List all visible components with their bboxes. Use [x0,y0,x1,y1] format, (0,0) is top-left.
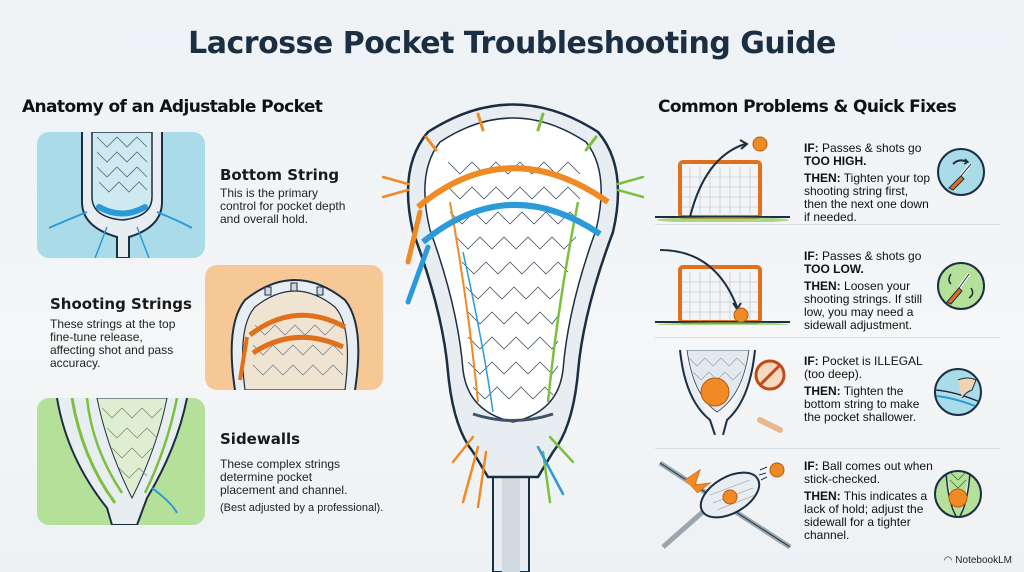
brand-label: NotebookLM [955,555,1012,566]
separator [655,448,1000,449]
problem-3-if: IF: Pocket is ILLEGAL (too deep). [804,354,923,381]
separator [655,224,1000,225]
problem-4-then: THEN: This indicates a lack of hold; adj… [804,489,928,542]
shooting-strings-illustration [205,265,383,390]
problems-heading: Common Problems & Quick Fixes [658,97,957,117]
bottom-string-desc: This is the primary control for pocket d… [220,186,346,226]
sidewalls-illustration [37,398,205,525]
notebooklm-logo-icon: ◠ [943,555,953,566]
problem-4-if: IF: Ball comes out when stick-checked. [804,459,933,486]
goal-ball-high-icon [655,136,790,222]
sidewalls-note: (Best adjusted by a professional). [220,502,384,514]
shooting-strings-desc: These strings at the top fine-tune relea… [50,317,176,370]
shooting-strings-title: Shooting Strings [50,295,192,313]
ball-in-pocket-icon [934,470,982,518]
stick-check-icon [658,460,792,550]
sidewalls-desc: These complex strings determine pocket p… [220,457,348,497]
sidewalls-title: Sidewalls [220,430,301,448]
bottom-string-title: Bottom String [220,166,340,184]
deep-pocket-ball-icon [679,350,786,435]
problem-1-then: THEN: Tighten your top shooting string f… [804,171,931,224]
problem-2-then: THEN: Loosen your shooting strings. If s… [804,279,923,332]
screwdriver-tighten-icon [937,148,985,196]
problem-3-then: THEN: Tighten the bottom string to make … [804,384,920,424]
goal-ball-low-icon [655,249,790,325]
bottom-string-illustration [37,132,205,258]
screwdriver-loosen-icon [937,262,985,310]
anatomy-heading: Anatomy of an Adjustable Pocket [22,97,323,117]
page-title: Lacrosse Pocket Troubleshooting Guide [188,26,836,61]
hand-adjust-string-icon [934,368,982,416]
separator [655,337,1000,338]
lacrosse-head-illustration [378,82,648,572]
footer-brand: ◠ NotebookLM [944,555,1012,566]
